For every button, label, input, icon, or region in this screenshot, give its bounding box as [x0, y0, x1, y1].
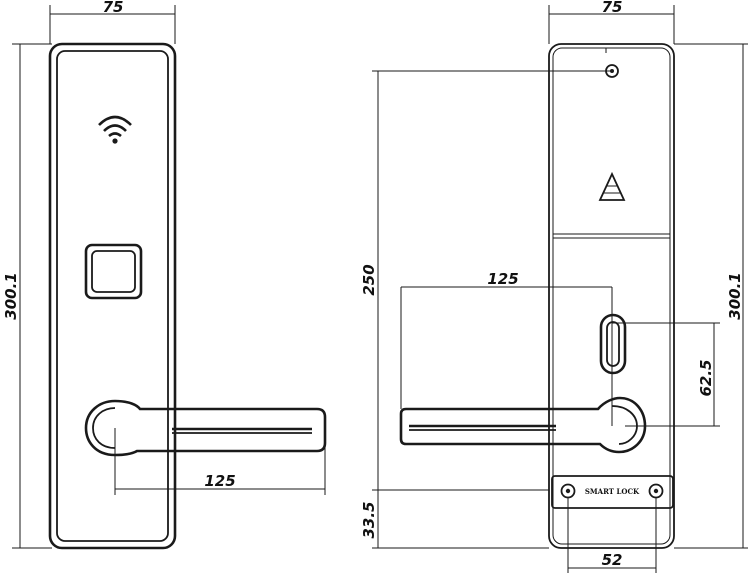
front-height-label: 300.1 [2, 272, 20, 319]
back-handle-label: 125 [487, 270, 518, 288]
back-height-dimension: 300.1 [674, 43, 748, 549]
back-upper-height-label: 250 [360, 264, 378, 295]
back-spindle-label: 62.5 [697, 359, 715, 396]
back-lever-handle [399, 396, 647, 454]
back-bottom-dimension: 33.5 [360, 489, 549, 549]
front-handle-dimension: 125 [114, 428, 326, 495]
spindle-slot [599, 313, 627, 375]
back-screw-dimension: 52 [567, 497, 657, 573]
back-view: 75 300.1 250 33.5 [360, 0, 748, 573]
front-lever-handle [84, 399, 327, 457]
back-handle-dimension: 125 [400, 270, 613, 426]
smart-lock-label: SMART LOCK [585, 487, 640, 496]
smart-lock-plate: SMART LOCK [551, 475, 674, 509]
warning-triangle-icon [598, 171, 626, 201]
back-spindle-dimension: 62.5 [612, 322, 720, 427]
wifi-icon [98, 115, 132, 144]
front-plate-inner [56, 50, 169, 542]
back-screw-label: 52 [602, 551, 623, 569]
front-width-dimension: 75 [49, 0, 176, 44]
back-plate-outer [548, 43, 675, 549]
back-bottom-label: 33.5 [360, 501, 378, 538]
back-width-dimension: 75 [548, 0, 675, 44]
front-handle-label: 125 [204, 472, 235, 490]
back-upper-height-dimension: 250 [360, 70, 612, 548]
front-view: 75 300.1 [2, 0, 327, 550]
front-height-dimension: 300.1 [2, 43, 52, 549]
back-height-label: 300.1 [726, 272, 744, 319]
battery-cover [553, 48, 670, 239]
back-plate-inner [552, 47, 671, 545]
keyhole-icon [605, 64, 619, 78]
fingerprint-sensor-icon [84, 243, 143, 300]
front-width-label: 75 [103, 0, 124, 16]
back-width-label: 75 [602, 0, 623, 16]
front-plate-outer [48, 42, 177, 550]
